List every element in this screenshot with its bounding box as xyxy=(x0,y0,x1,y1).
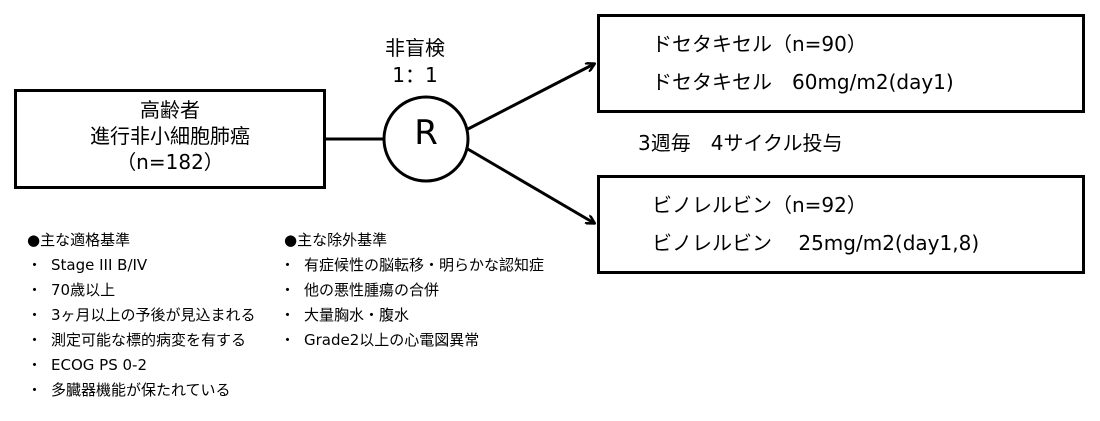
inclusion-criteria-item: ・ Stage III B/IV xyxy=(27,255,147,275)
arm-docetaxel-name: ドセタキセル（n=90） xyxy=(652,32,867,56)
inclusion-criteria-item: ・ 70歳以上 xyxy=(27,280,115,300)
inclusion-criteria-text: 3ヶ月以上の予後が見込まれる xyxy=(51,306,256,324)
arrow-to-arm-bottom xyxy=(465,146,594,223)
exclusion-criteria-item: ・ Grade2以上の心電図異常 xyxy=(280,330,479,350)
population-line-1: 高齢者 xyxy=(140,98,200,122)
blinding-label: 非盲検 xyxy=(385,36,445,60)
population-box: 高齢者 進行非小細胞肺癌 （n=182） xyxy=(14,89,326,189)
exclusion-criteria-text: Grade2以上の心電図異常 xyxy=(304,331,480,349)
inclusion-criteria-item: ・ 3ヶ月以上の予後が見込まれる xyxy=(27,305,256,325)
inclusion-criteria-item: ・測定可能な標的病変を有する xyxy=(27,330,246,350)
exclusion-criteria-title: ●主な除外基準 xyxy=(284,231,388,249)
exclusion-criteria-item: ・他の悪性腫瘍の合併 xyxy=(280,280,439,300)
schedule-label: 3週毎 4サイクル投与 xyxy=(638,131,843,155)
bullet-icon: ・ xyxy=(27,306,43,324)
arm-vinorelbine-dose: ビノレルビン 25mg/m2(day1,8) xyxy=(652,231,980,255)
inclusion-criteria-title: ●主な適格基準 xyxy=(27,231,131,249)
exclusion-criteria-text: 大量胸水・腹水 xyxy=(304,306,410,324)
population-line-2: 進行非小細胞肺癌 xyxy=(90,124,250,148)
bullet-icon: ・ xyxy=(27,381,43,399)
bullet-icon: ・ xyxy=(280,306,296,324)
arm-vinorelbine-box: ビノレルビン（n=92） ビノレルビン 25mg/m2(day1,8) xyxy=(597,175,1085,274)
inclusion-criteria-text: 70歳以上 xyxy=(51,281,116,299)
bullet-icon: ・ xyxy=(27,331,43,349)
arm-docetaxel-dose: ドセタキセル 60mg/m2(day1) xyxy=(652,70,954,94)
bullet-icon: ・ xyxy=(27,281,43,299)
inclusion-criteria-item: ・ ECOG PS 0-2 xyxy=(27,355,147,375)
bullet-icon: ・ xyxy=(280,281,296,299)
inclusion-criteria-text: 多臓器機能が保たれている xyxy=(51,381,231,399)
arm-docetaxel-box: ドセタキセル（n=90） ドセタキセル 60mg/m2(day1) xyxy=(597,14,1085,113)
allocation-ratio-label: 1：1 xyxy=(392,63,438,87)
arrow-to-arm-top xyxy=(465,64,594,132)
inclusion-criteria-item: ・多臓器機能が保たれている xyxy=(27,380,231,400)
arm-vinorelbine-name: ビノレルビン（n=92） xyxy=(652,193,867,217)
inclusion-criteria-text: 測定可能な標的病変を有する xyxy=(51,331,247,349)
randomization-circle xyxy=(382,95,470,183)
bullet-icon: ・ xyxy=(280,331,296,349)
exclusion-criteria-text: 他の悪性腫瘍の合併 xyxy=(304,281,440,299)
bullet-icon: ・ xyxy=(27,356,43,374)
bullet-icon: ・ xyxy=(27,256,43,274)
exclusion-criteria-item: ・有症候性の脳転移・明らかな認知症 xyxy=(280,255,544,275)
population-line-3: （n=182） xyxy=(116,150,224,174)
bullet-icon: ・ xyxy=(280,256,296,274)
exclusion-criteria-text: 有症候性の脳転移・明らかな認知症 xyxy=(304,256,545,274)
inclusion-criteria-text: ECOG PS 0-2 xyxy=(51,356,147,374)
exclusion-criteria-item: ・大量胸水・腹水 xyxy=(280,305,409,325)
randomization-symbol: R xyxy=(414,113,438,153)
inclusion-criteria-text: Stage III B/IV xyxy=(51,256,148,274)
